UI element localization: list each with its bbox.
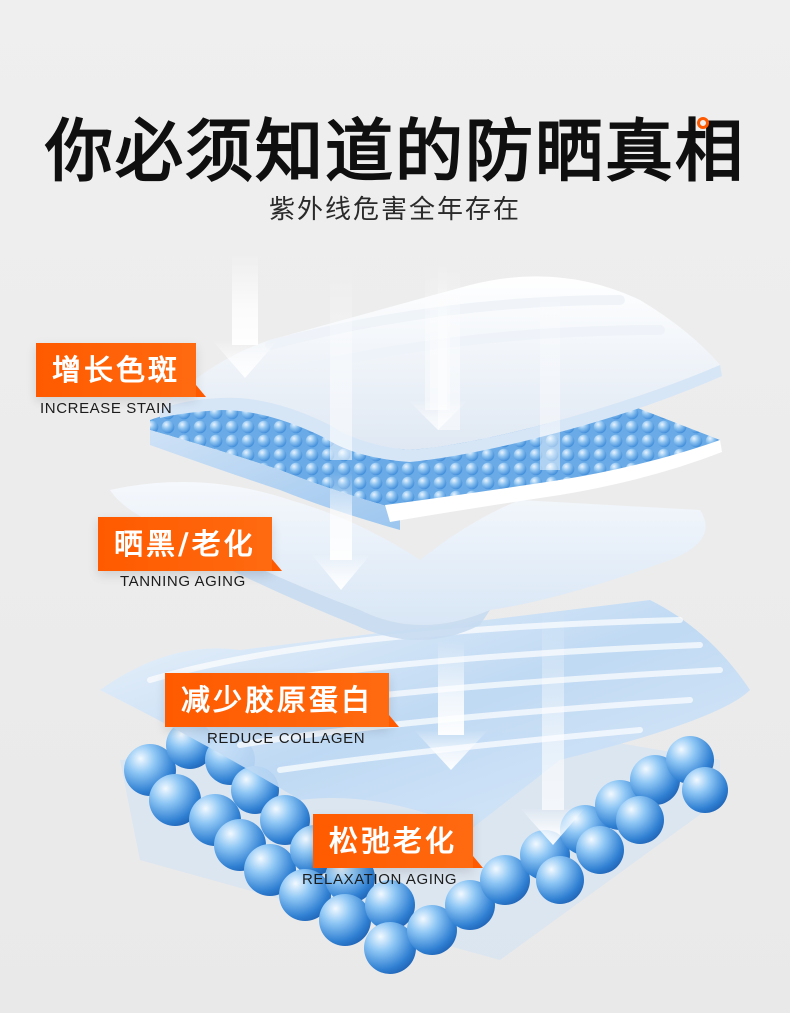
label-relaxation-aging-badge: 松弛老化 [313, 814, 484, 868]
down-arrow-icon [212, 250, 278, 378]
label-reduce-collagen-caption: REDUCE COLLAGEN [207, 730, 366, 747]
label-increase-stain-caption: INCREASE STAIN [40, 400, 173, 417]
uv-arrows [212, 250, 585, 845]
label-reduce-collagen-badge: 减少胶原蛋白 [165, 673, 400, 727]
label-relaxation-aging-caption: RELAXATION AGING [302, 871, 458, 888]
page-title: 你必须知道的防晒真相 [44, 113, 745, 192]
down-arrow-icon [312, 260, 370, 590]
label-tanning-aging-caption: TANNING AGING [120, 573, 246, 590]
orange-ring-icon [697, 117, 709, 129]
page-subtitle: 紫外线危害全年存在 [268, 195, 521, 225]
down-arrow-icon [520, 270, 585, 845]
label-tanning-aging-badge: 晒黑/老化 [98, 517, 282, 571]
label-increase-stain-badge: 增长色斑 [36, 343, 207, 397]
down-arrow-icon [408, 260, 468, 430]
